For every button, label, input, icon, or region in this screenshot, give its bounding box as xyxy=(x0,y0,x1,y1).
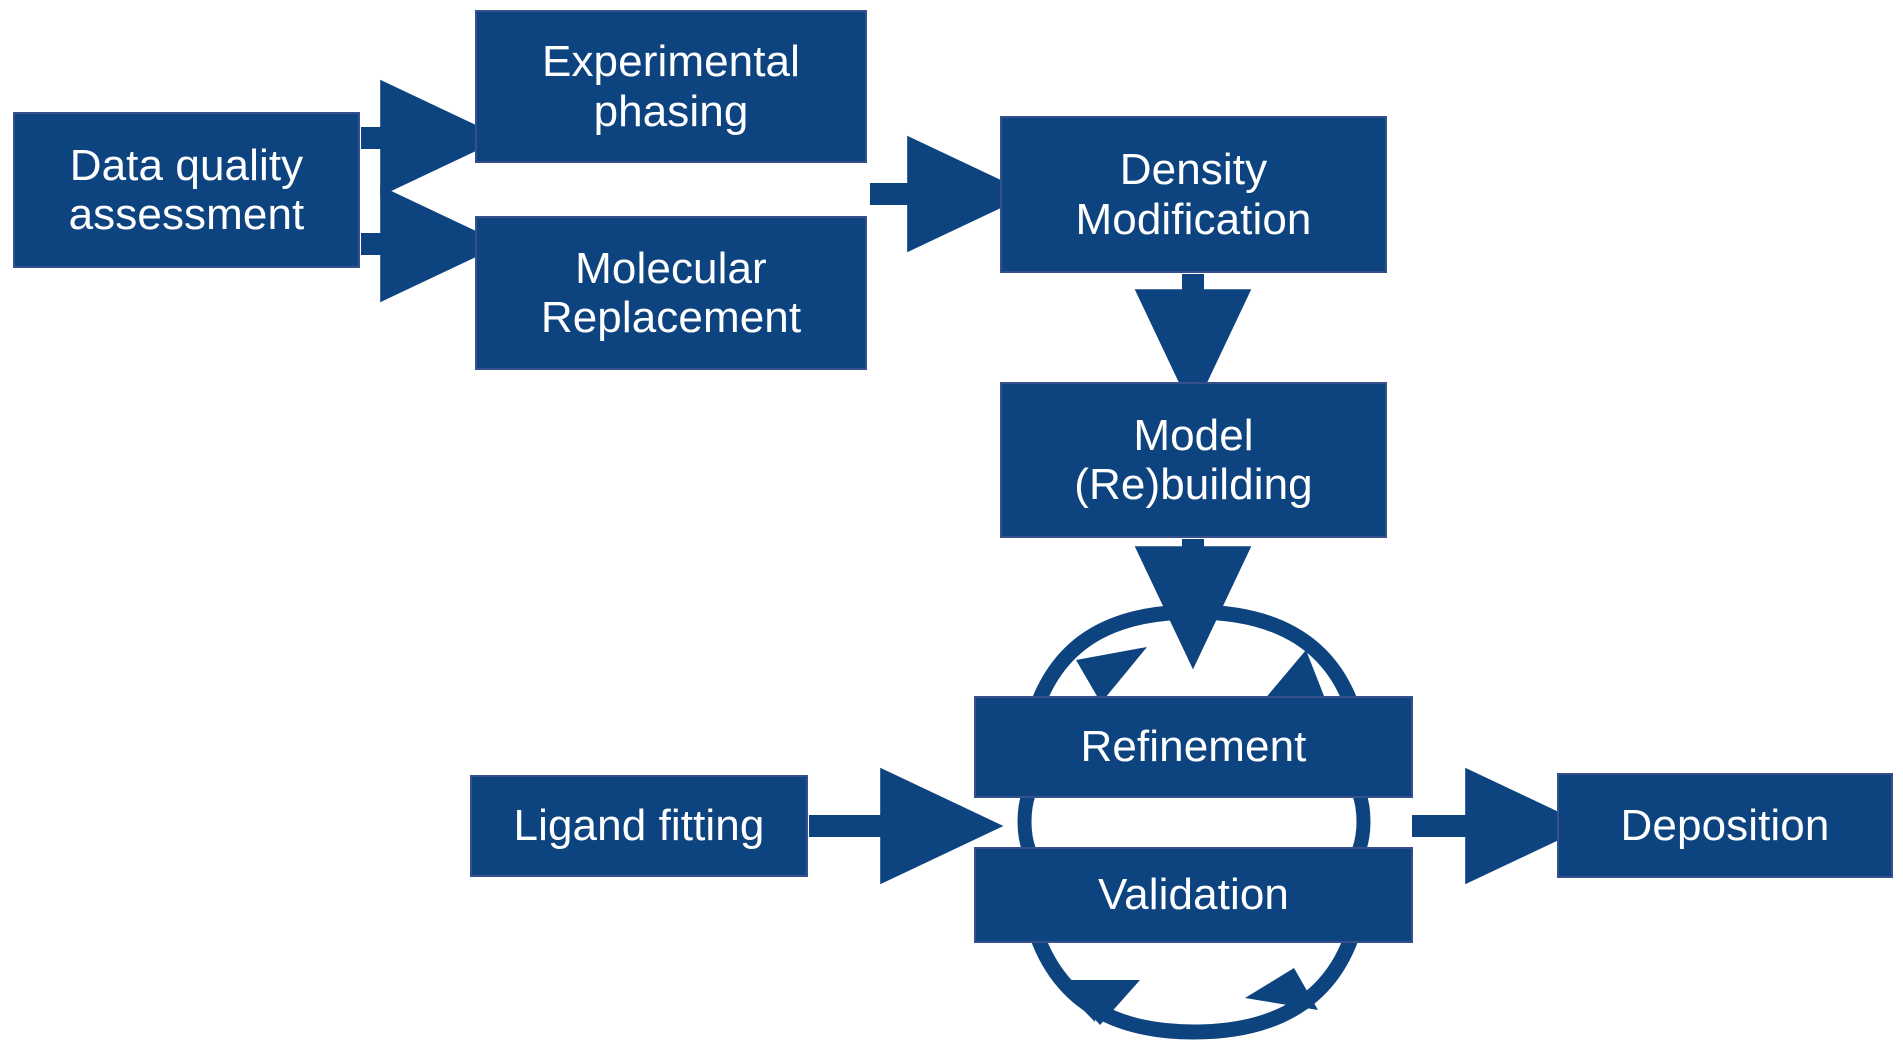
node-label: Density Modification xyxy=(1075,145,1312,244)
node-label: Model (Re)building xyxy=(1074,410,1313,509)
node-experimental-phasing[interactable]: Experimental phasing xyxy=(475,10,867,163)
node-label: Deposition xyxy=(1620,800,1830,850)
node-label: Refinement xyxy=(1080,722,1307,772)
node-validation[interactable]: Validation xyxy=(974,847,1413,943)
node-data-quality-assessment[interactable]: Data quality assessment xyxy=(13,112,360,268)
node-label: Data quality assessment xyxy=(68,140,305,239)
node-ligand-fitting[interactable]: Ligand fitting xyxy=(470,775,808,877)
cycle-left-gap-stub xyxy=(1017,790,1036,853)
connector-refinement-validation-cycle-bottom xyxy=(1027,927,1362,1040)
node-label: Molecular Replacement xyxy=(540,243,802,342)
node-model-rebuilding[interactable]: Model (Re)building xyxy=(1000,382,1387,538)
node-molecular-replacement[interactable]: Molecular Replacement xyxy=(475,216,867,370)
node-label: Ligand fitting xyxy=(513,801,765,851)
node-refinement[interactable]: Refinement xyxy=(974,696,1413,798)
cycle-right-gap-stub xyxy=(1352,790,1371,853)
node-label: Experimental phasing xyxy=(542,37,800,136)
node-density-modification[interactable]: Density Modification xyxy=(1000,116,1387,273)
node-deposition[interactable]: Deposition xyxy=(1557,773,1893,878)
node-label: Validation xyxy=(1098,870,1289,920)
